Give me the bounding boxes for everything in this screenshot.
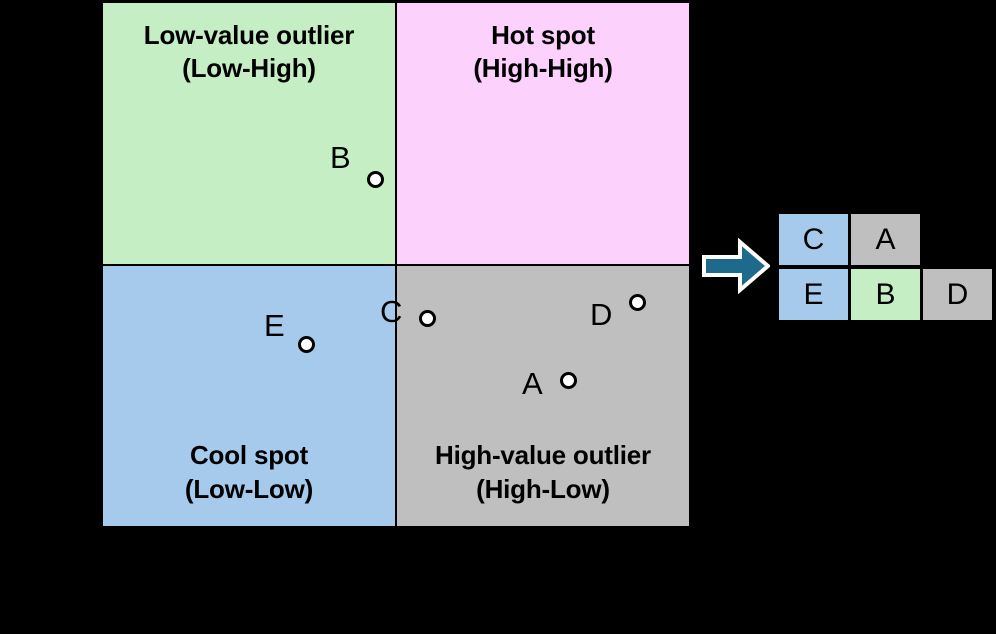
data-point-dot-e [298,336,315,353]
data-point-label-e: E [264,308,285,343]
data-point-dot-c [419,310,436,327]
data-point-dot-b [367,171,384,188]
raster-cell-empty [921,212,994,267]
moran-quadrant-plot: Low-value outlier (Low-High) Hot spot (H… [100,0,690,527]
data-point-label-c: C [380,294,403,329]
raster-grid-row-2: E B D [777,267,996,322]
raster-cell-e: E [777,267,850,322]
quadrant-high-low: High-value outlier (High-Low) [396,265,690,527]
quadrant-high-high: Hot spot (High-High) [396,2,690,265]
data-point-label-d: D [590,297,613,332]
quadrant-high-low-label: High-value outlier (High-Low) [435,440,651,504]
quadrant-low-low-label: Cool spot (Low-Low) [184,440,314,504]
quadrant-low-low: Cool spot (Low-Low) [102,265,396,527]
data-point-dot-d [629,294,646,311]
raster-grid: C A E B D [777,212,996,322]
raster-cell-a: A [849,212,922,267]
data-point-dot-a [560,372,577,389]
quadrant-low-high-label: Low-value outlier (Low-High) [143,20,355,84]
raster-cell-b: B [849,267,922,322]
quadrant-low-high: Low-value outlier (Low-High) [102,2,396,265]
right-arrow-icon [702,237,772,295]
data-point-label-a: A [522,366,543,401]
quadrant-high-high-label: Hot spot (High-High) [473,20,613,84]
raster-grid-row-1: C A [777,212,996,267]
raster-cell-c: C [777,212,850,267]
data-point-label-b: B [330,140,351,175]
raster-cell-d: D [921,267,994,322]
